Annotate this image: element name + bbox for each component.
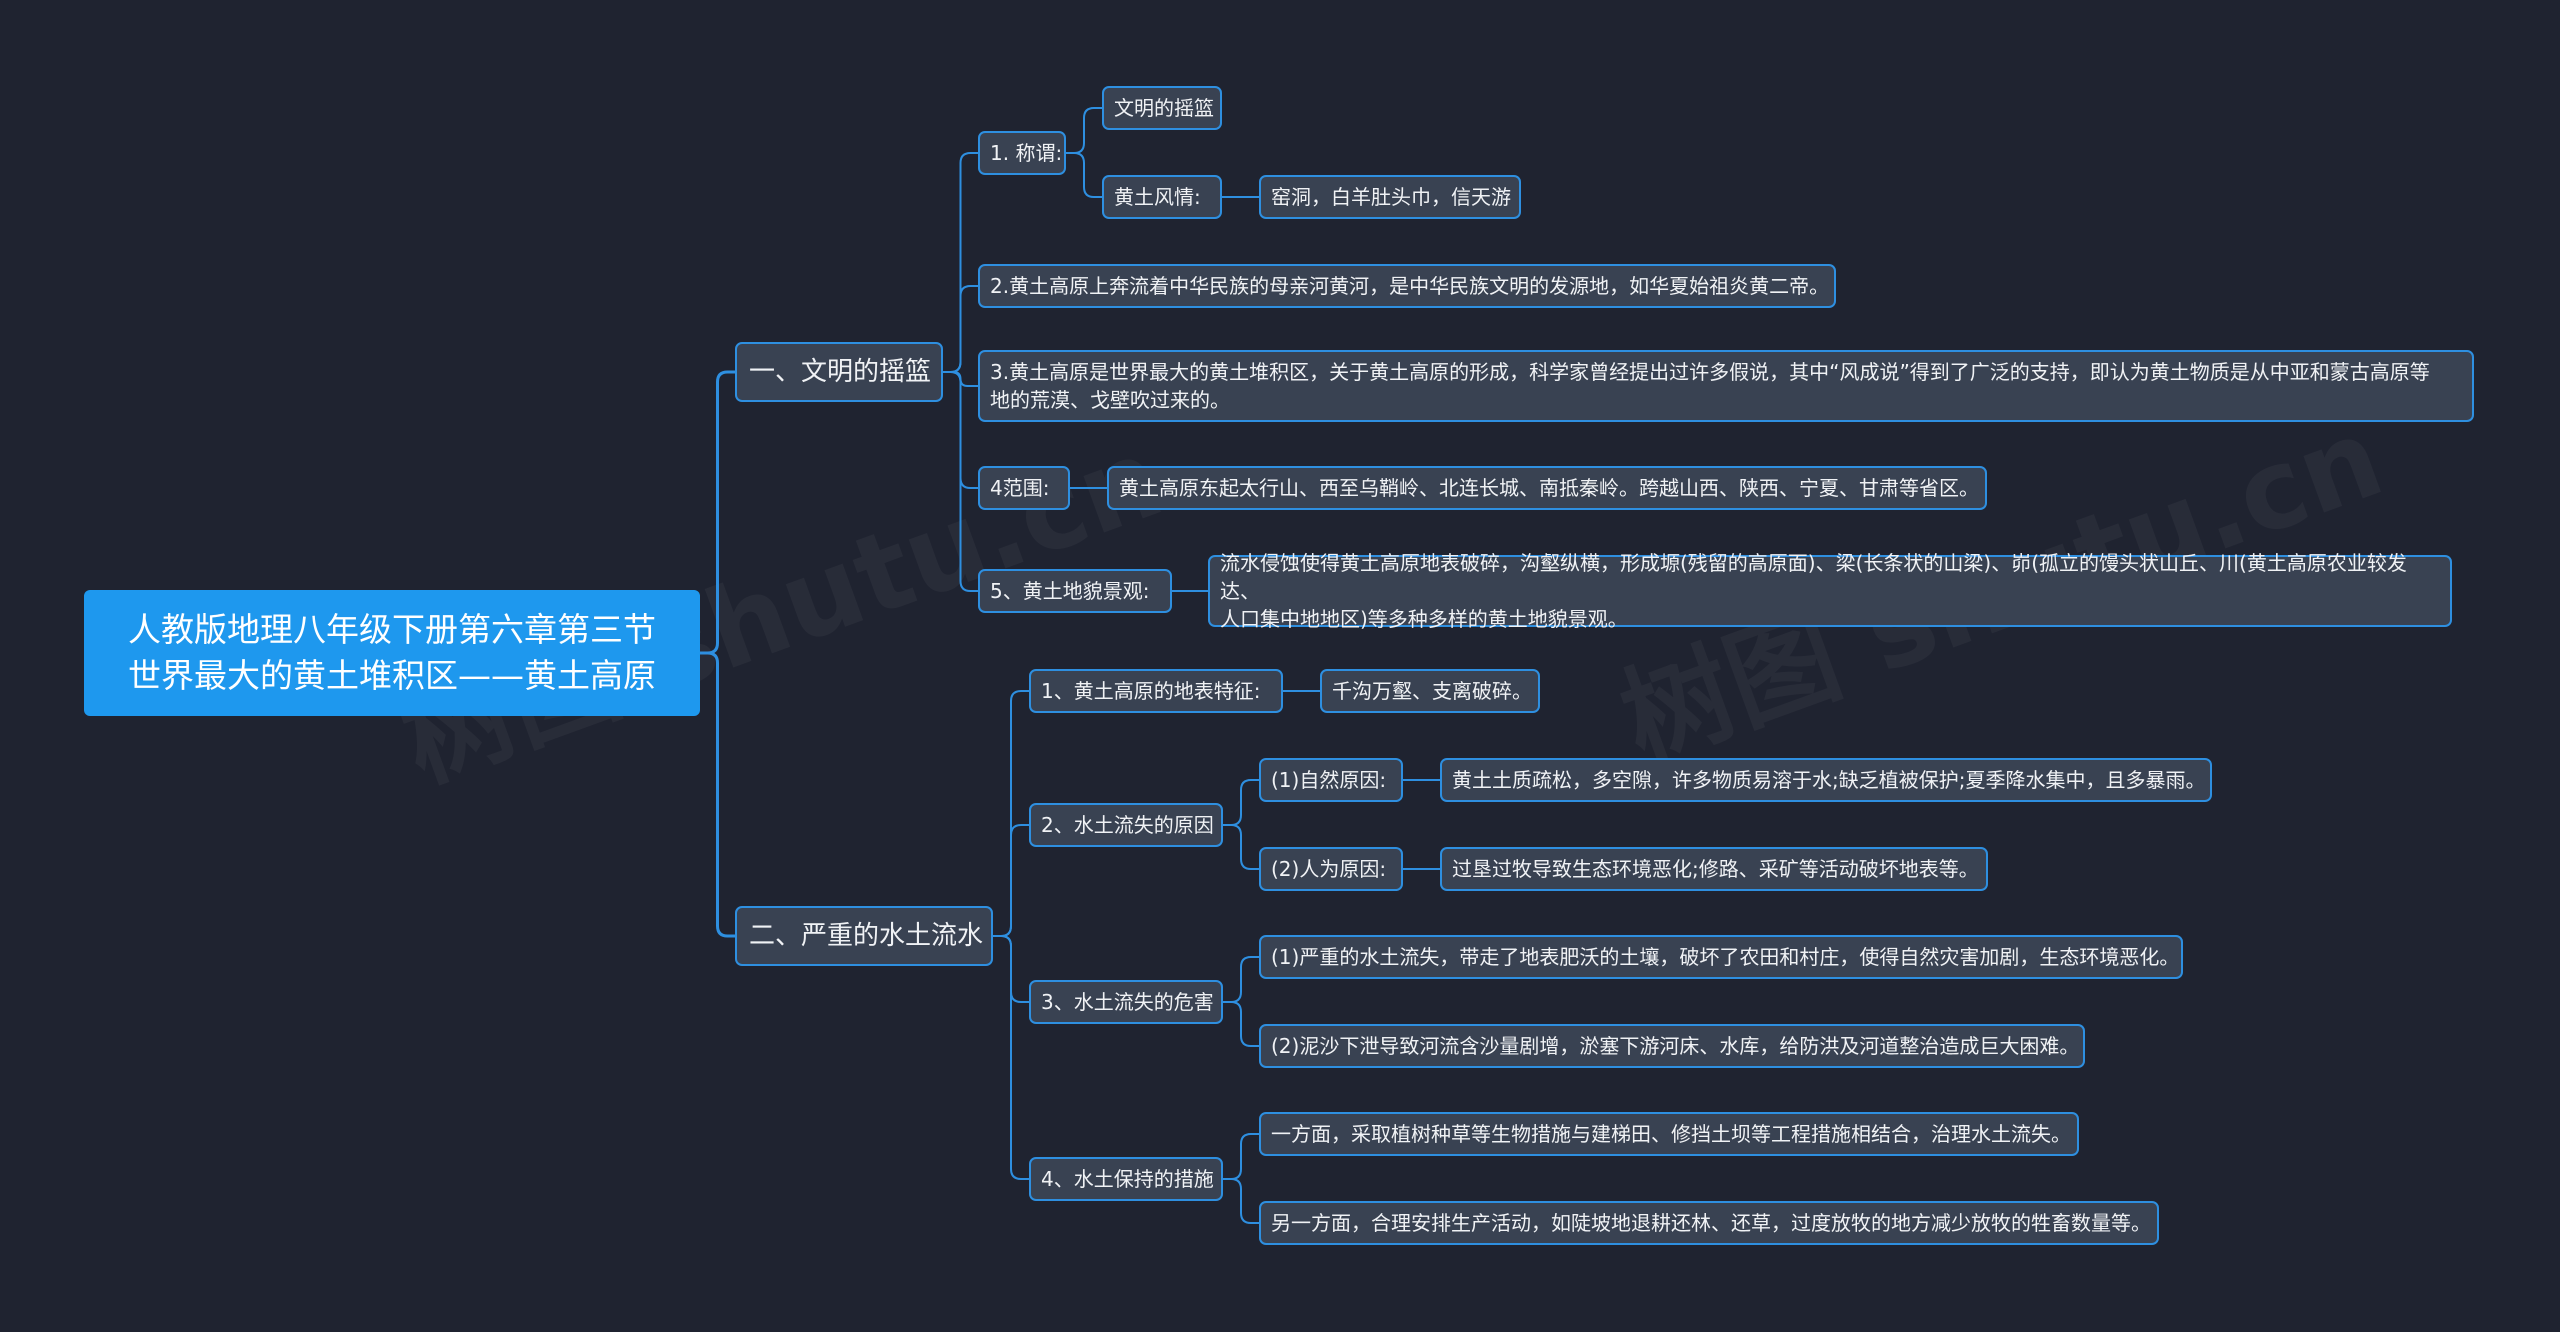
- topic-yellow-river[interactable]: 2.黄土高原上奔流着中华民族的母亲河黄河，是中华民族文明的发源地，如华夏始祖炎黄…: [978, 264, 1836, 308]
- topic-cradle-of-civilization[interactable]: 文明的摇篮: [1102, 86, 1222, 130]
- connector-line: [943, 371, 978, 592]
- detail-harm-1[interactable]: (1)严重的水土流失，带走了地表肥沃的土壤，破坏了农田和村庄，使得自然灾害加剧，…: [1259, 935, 2183, 979]
- topic-natural-causes[interactable]: (1)自然原因:: [1259, 758, 1403, 802]
- topic-largest-loess-area[interactable]: 3.黄土高原是世界最大的黄土堆积区，关于黄土高原的形成，科学家曾经提出过许多假说…: [978, 350, 2474, 422]
- connector-line: [1223, 824, 1259, 870]
- detail-harm-2[interactable]: (2)泥沙下泄导致河流含沙量剧增，淤塞下游河床、水库，给防洪及河道整治造成巨大困…: [1259, 1024, 2085, 1068]
- root-line-2: 世界最大的黄土堆积区——黄土高原: [128, 656, 656, 695]
- detail-measure-1[interactable]: 一方面，采取植树种草等生物措施与建梯田、修挡土坝等工程措施相结合，治理水土流失。: [1259, 1112, 2079, 1156]
- connector-line: [1223, 1178, 1259, 1224]
- branch-civilization-cradle[interactable]: 一、文明的摇篮: [735, 342, 943, 402]
- topic-surface-features[interactable]: 1、黄土高原的地表特征:: [1029, 669, 1283, 713]
- root-topic[interactable]: 人教版地理八年级下册第六章第三节 世界最大的黄土堆积区——黄土高原: [84, 590, 700, 716]
- connector-line: [700, 651, 735, 938]
- topic-human-causes[interactable]: (2)人为原因:: [1259, 847, 1403, 891]
- topic-erosion-causes[interactable]: 2、水土流失的原因: [1029, 803, 1223, 847]
- connector-line: [1223, 1133, 1259, 1180]
- connector-line: [993, 824, 1029, 937]
- topic-appellation[interactable]: 1. 称谓:: [978, 131, 1066, 175]
- detail-loess-customs[interactable]: 窑洞，白羊肚头巾，信天游: [1259, 175, 1521, 219]
- connector-line: [993, 935, 1029, 1180]
- detail-measure-2[interactable]: 另一方面，合理安排生产活动，如陡坡地退耕还林、还草，过度放牧的地方减少放牧的牲畜…: [1259, 1201, 2159, 1245]
- connector-line: [1066, 152, 1102, 198]
- connector-line: [700, 370, 735, 655]
- topic-erosion-harm[interactable]: 3、水土流失的危害: [1029, 980, 1223, 1024]
- detail-surface-features[interactable]: 千沟万壑、支离破碎。: [1320, 669, 1540, 713]
- topic-loess-customs[interactable]: 黄土风情:: [1102, 175, 1222, 219]
- connector-line: [943, 285, 978, 373]
- connector-line: [1223, 956, 1259, 1003]
- connector-line: [1223, 779, 1259, 826]
- detail-range[interactable]: 黄土高原东起太行山、西至乌鞘岭、北连长城、南抵秦岭。跨越山西、陕西、宁夏、甘肃等…: [1107, 466, 1987, 510]
- detail-human-causes[interactable]: 过垦过牧导致生态环境恶化;修路、采矿等活动破坏地表等。: [1440, 847, 1988, 891]
- topic-conservation-measures[interactable]: 4、水土保持的措施: [1029, 1157, 1223, 1201]
- topic-landforms[interactable]: 5、黄土地貌景观:: [978, 569, 1172, 613]
- connector-line: [1066, 107, 1102, 154]
- detail-natural-causes[interactable]: 黄土土质疏松，多空隙，许多物质易溶于水;缺乏植被保护;夏季降水集中，且多暴雨。: [1440, 758, 2212, 802]
- topic-range[interactable]: 4范围:: [978, 466, 1070, 510]
- root-line-1: 人教版地理八年级下册第六章第三节: [128, 610, 656, 649]
- detail-landforms[interactable]: 流水侵蚀使得黄土高原地表破碎，沟壑纵横，形成塬(残留的高原面)、梁(长条状的山梁…: [1208, 551, 2452, 631]
- branch-soil-erosion[interactable]: 二、严重的水土流水: [735, 906, 993, 966]
- connector-line: [1223, 1001, 1259, 1047]
